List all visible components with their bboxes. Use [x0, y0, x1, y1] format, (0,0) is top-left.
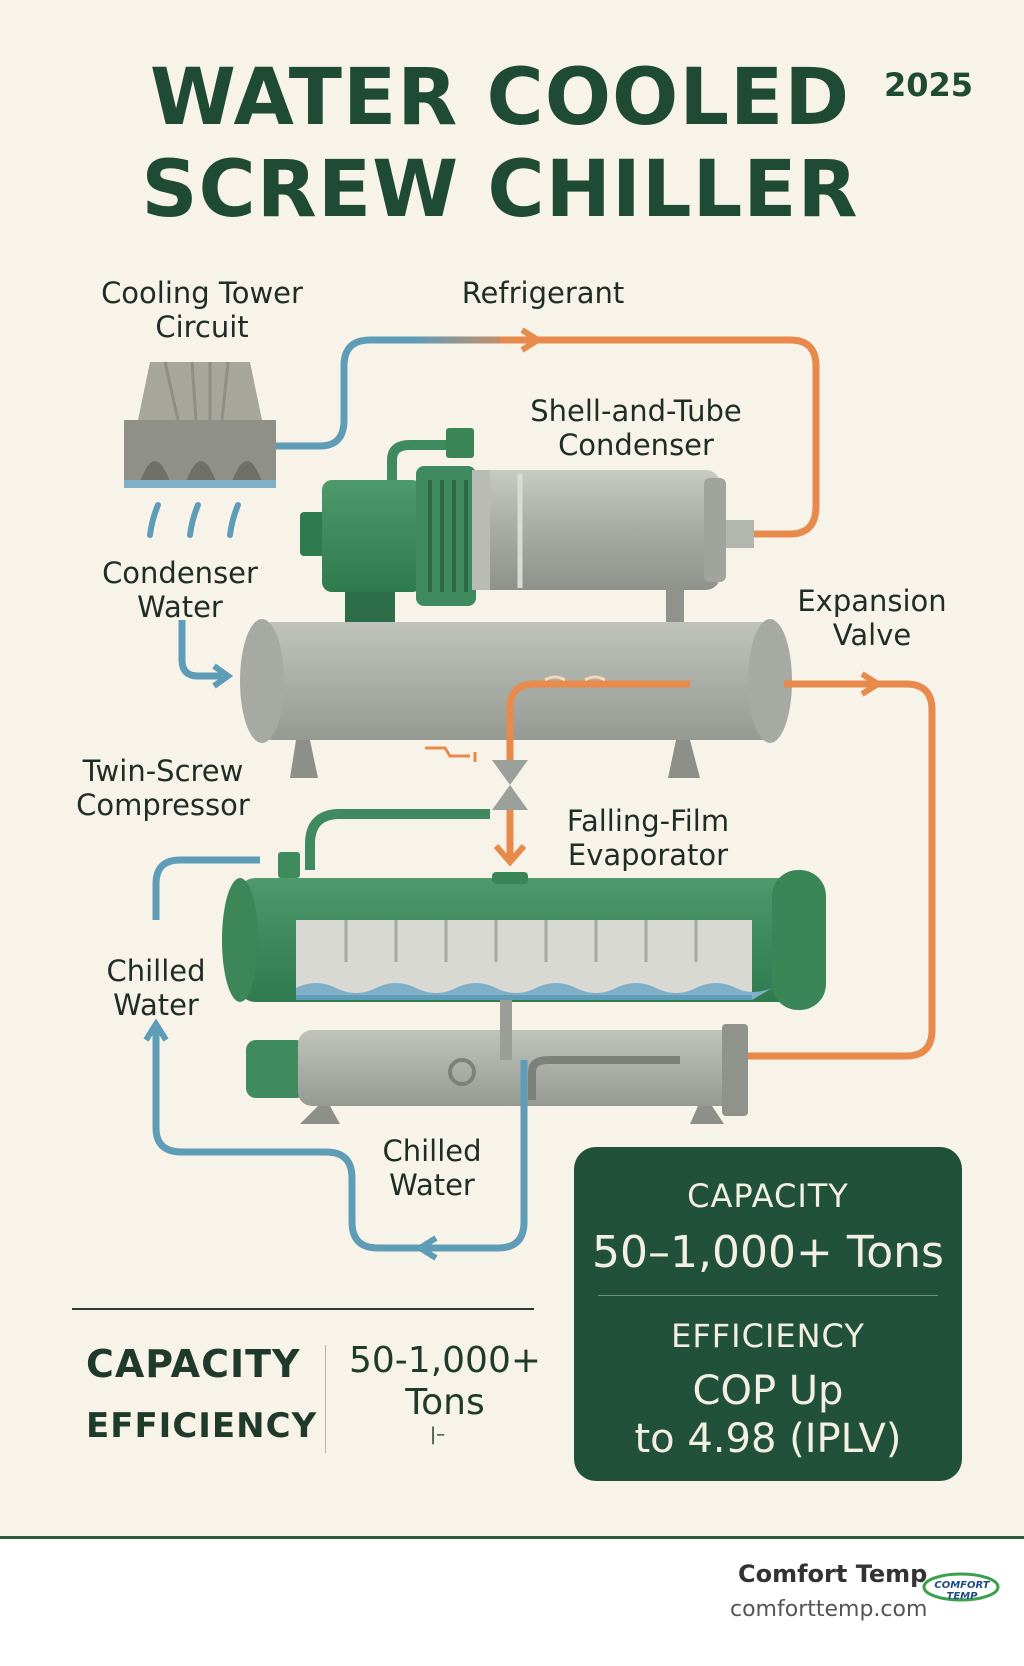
title-line-1: WATER COOLED — [149, 53, 851, 143]
footer-divider — [0, 1536, 1024, 1539]
compressor-motor — [300, 428, 476, 622]
chilled-water-return-line — [152, 856, 260, 920]
condenser-water-arrow-icon — [212, 663, 234, 689]
evaporator-lower-shell — [246, 1000, 748, 1124]
panel-capacity-heading: CAPACITY — [687, 1177, 849, 1215]
year-badge: 2025 — [884, 66, 974, 104]
panel-capacity-value: 50–1,000+ Tons — [592, 1227, 944, 1278]
stats-divider — [72, 1308, 534, 1310]
footer — [0, 1539, 1024, 1666]
expansion-line — [742, 680, 936, 1060]
refrigerant-label: Refrigerant — [461, 276, 625, 310]
capacity-label: CAPACITY — [86, 1342, 301, 1386]
specs-panel: CAPACITY 50–1,000+ Tons EFFICIENCY COP U… — [574, 1147, 962, 1481]
title-line-2: SCREW CHILLER — [141, 145, 859, 235]
chilled-water-supply-line — [152, 1025, 528, 1252]
expansion-arrow-icon — [860, 671, 884, 697]
efficiency-label: EFFICIENCY — [86, 1406, 318, 1446]
expansion-valve-icon — [492, 760, 528, 867]
capacity-value: 50-1,000+Tons — [348, 1340, 542, 1423]
suction-pipe — [305, 809, 490, 870]
chilled-water-left-arrow-icon — [414, 1235, 438, 1261]
condenser-water-line — [178, 620, 222, 680]
falling-film-evaporator — [222, 870, 826, 1010]
shell-and-tube-condenser — [472, 470, 754, 634]
valve-feed-line — [506, 680, 690, 780]
refrigerant-arrow-icon — [520, 327, 544, 353]
tower-to-refrigerant-line — [276, 336, 530, 450]
panel-divider — [598, 1295, 938, 1296]
cooling-tower-icon — [124, 361, 276, 538]
brand-name: Comfort Temp — [738, 1560, 928, 1588]
brand-url[interactable]: comforttemp.com — [730, 1597, 928, 1622]
lower-shell — [240, 619, 792, 778]
chilled-water-up-arrow-icon — [143, 1018, 169, 1042]
page-title: WATER COOLED SCREW CHILLER — [130, 52, 870, 236]
chiller-diagram — [124, 327, 936, 1261]
logo-text: COMFORT TEMP — [934, 1580, 990, 1602]
stat-mark: |– — [430, 1424, 446, 1445]
refrigerant-line — [500, 336, 820, 538]
stats-vertical-divider — [325, 1345, 326, 1453]
panel-efficiency-heading: EFFICIENCY — [671, 1317, 865, 1355]
comfort-temp-logo-icon — [922, 1572, 1000, 1602]
